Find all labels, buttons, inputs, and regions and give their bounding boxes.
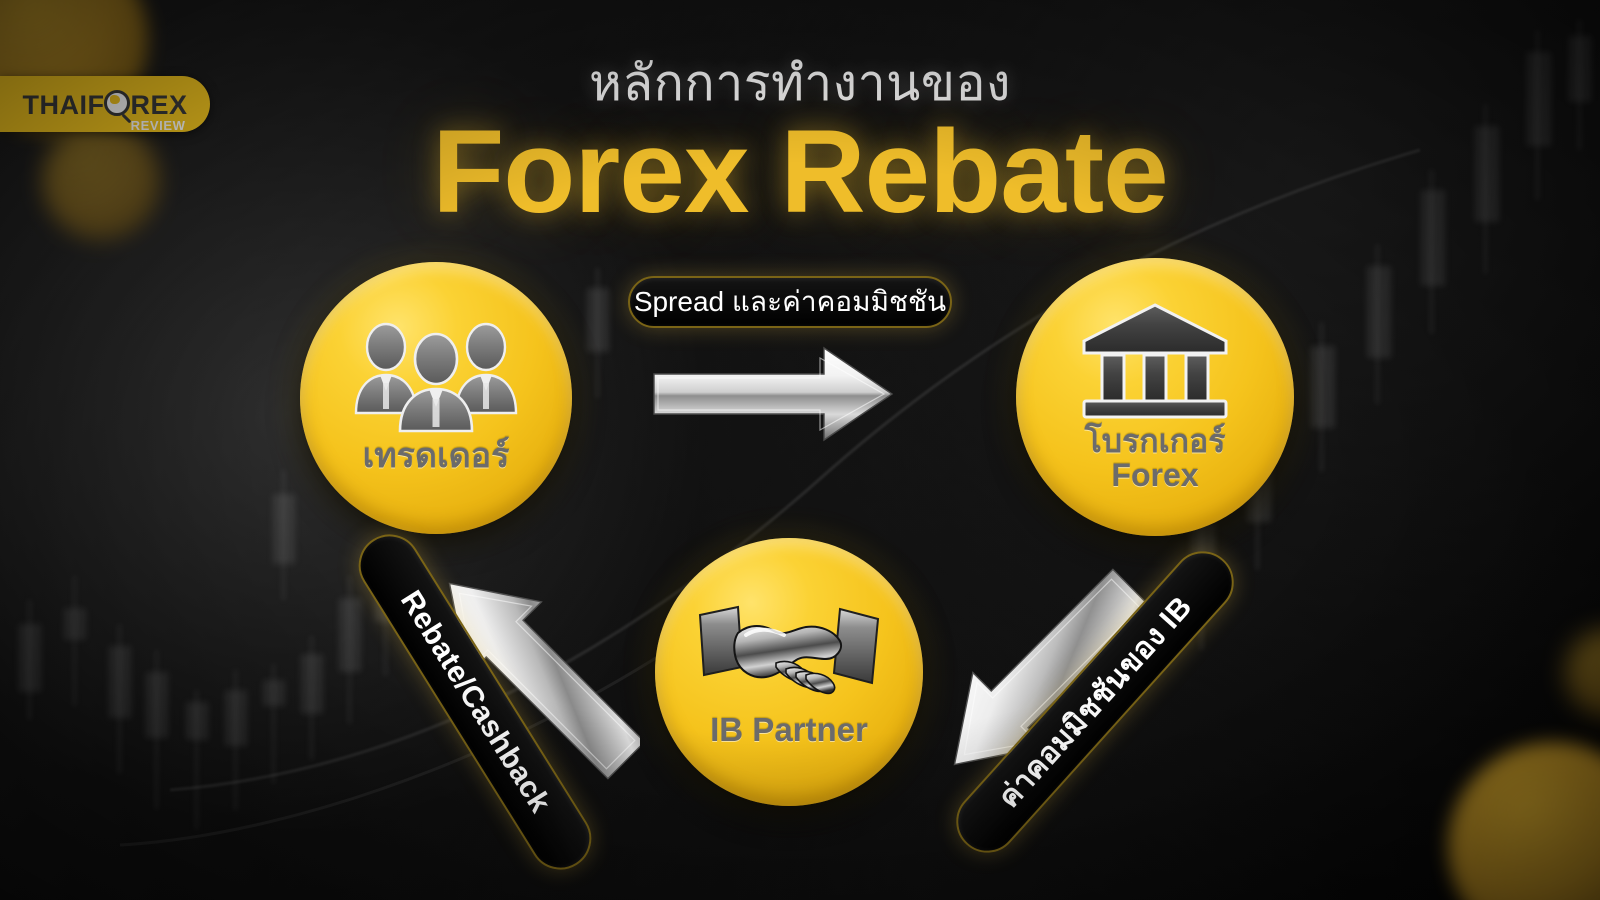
bg-candle-wick [310, 636, 313, 760]
bg-candle-wick [118, 624, 121, 774]
bg-candle-wick [1376, 244, 1379, 404]
bg-candle [273, 494, 295, 564]
bg-candle-wick [272, 664, 275, 784]
arrow-right-icon [648, 338, 896, 450]
gold-coin-decor [1565, 628, 1600, 718]
bg-candle [1311, 346, 1335, 428]
bg-candle-wick [73, 576, 76, 706]
node-label-ib: IB Partner [710, 710, 868, 748]
diagram-node-trader[interactable]: เทรดเดอร์ [300, 262, 572, 534]
bg-candle-wick [596, 268, 599, 398]
bank-building-icon [1082, 303, 1228, 419]
bg-candle [587, 288, 609, 352]
connector-label-spread[interactable]: Spread และค่าคอมมิชชัน [628, 276, 952, 328]
connector-label-spread-text: Spread และค่าคอมมิชชัน [633, 286, 947, 317]
bg-candle-wick [195, 690, 198, 830]
three-people-group-icon [354, 322, 518, 433]
bg-candle [19, 624, 41, 692]
bg-candle-wick [282, 470, 285, 600]
bg-candle [64, 608, 86, 640]
handshake-icon [698, 605, 880, 694]
diagram-node-broker[interactable]: โบรกเกอร์ Forex [1016, 258, 1294, 536]
bg-candle [109, 646, 131, 718]
bg-candle [263, 680, 285, 706]
page-title: Forex Rebate [432, 106, 1169, 238]
bg-candle-wick [155, 650, 158, 810]
diagram-node-ib[interactable]: IB Partner [655, 538, 923, 806]
bg-candle [1367, 266, 1391, 358]
bg-candle [186, 702, 208, 740]
bg-candle [339, 598, 361, 672]
node-label-broker-thai: โบรกเกอร์ [1084, 423, 1226, 460]
node-label-broker: โบรกเกอร์ Forex [1085, 425, 1226, 492]
bg-candle-wick [348, 576, 351, 724]
gold-coin-decor [1448, 742, 1600, 900]
node-label-broker-en: Forex [1111, 457, 1199, 493]
bg-candle-wick [1320, 322, 1323, 472]
bg-candle [146, 672, 168, 738]
bg-candle-wick [234, 670, 237, 810]
bg-candle-wick [28, 600, 31, 720]
node-label-trader: เทรดเดอร์ [362, 437, 510, 476]
bg-candle [301, 654, 323, 714]
bg-candle [225, 690, 247, 746]
